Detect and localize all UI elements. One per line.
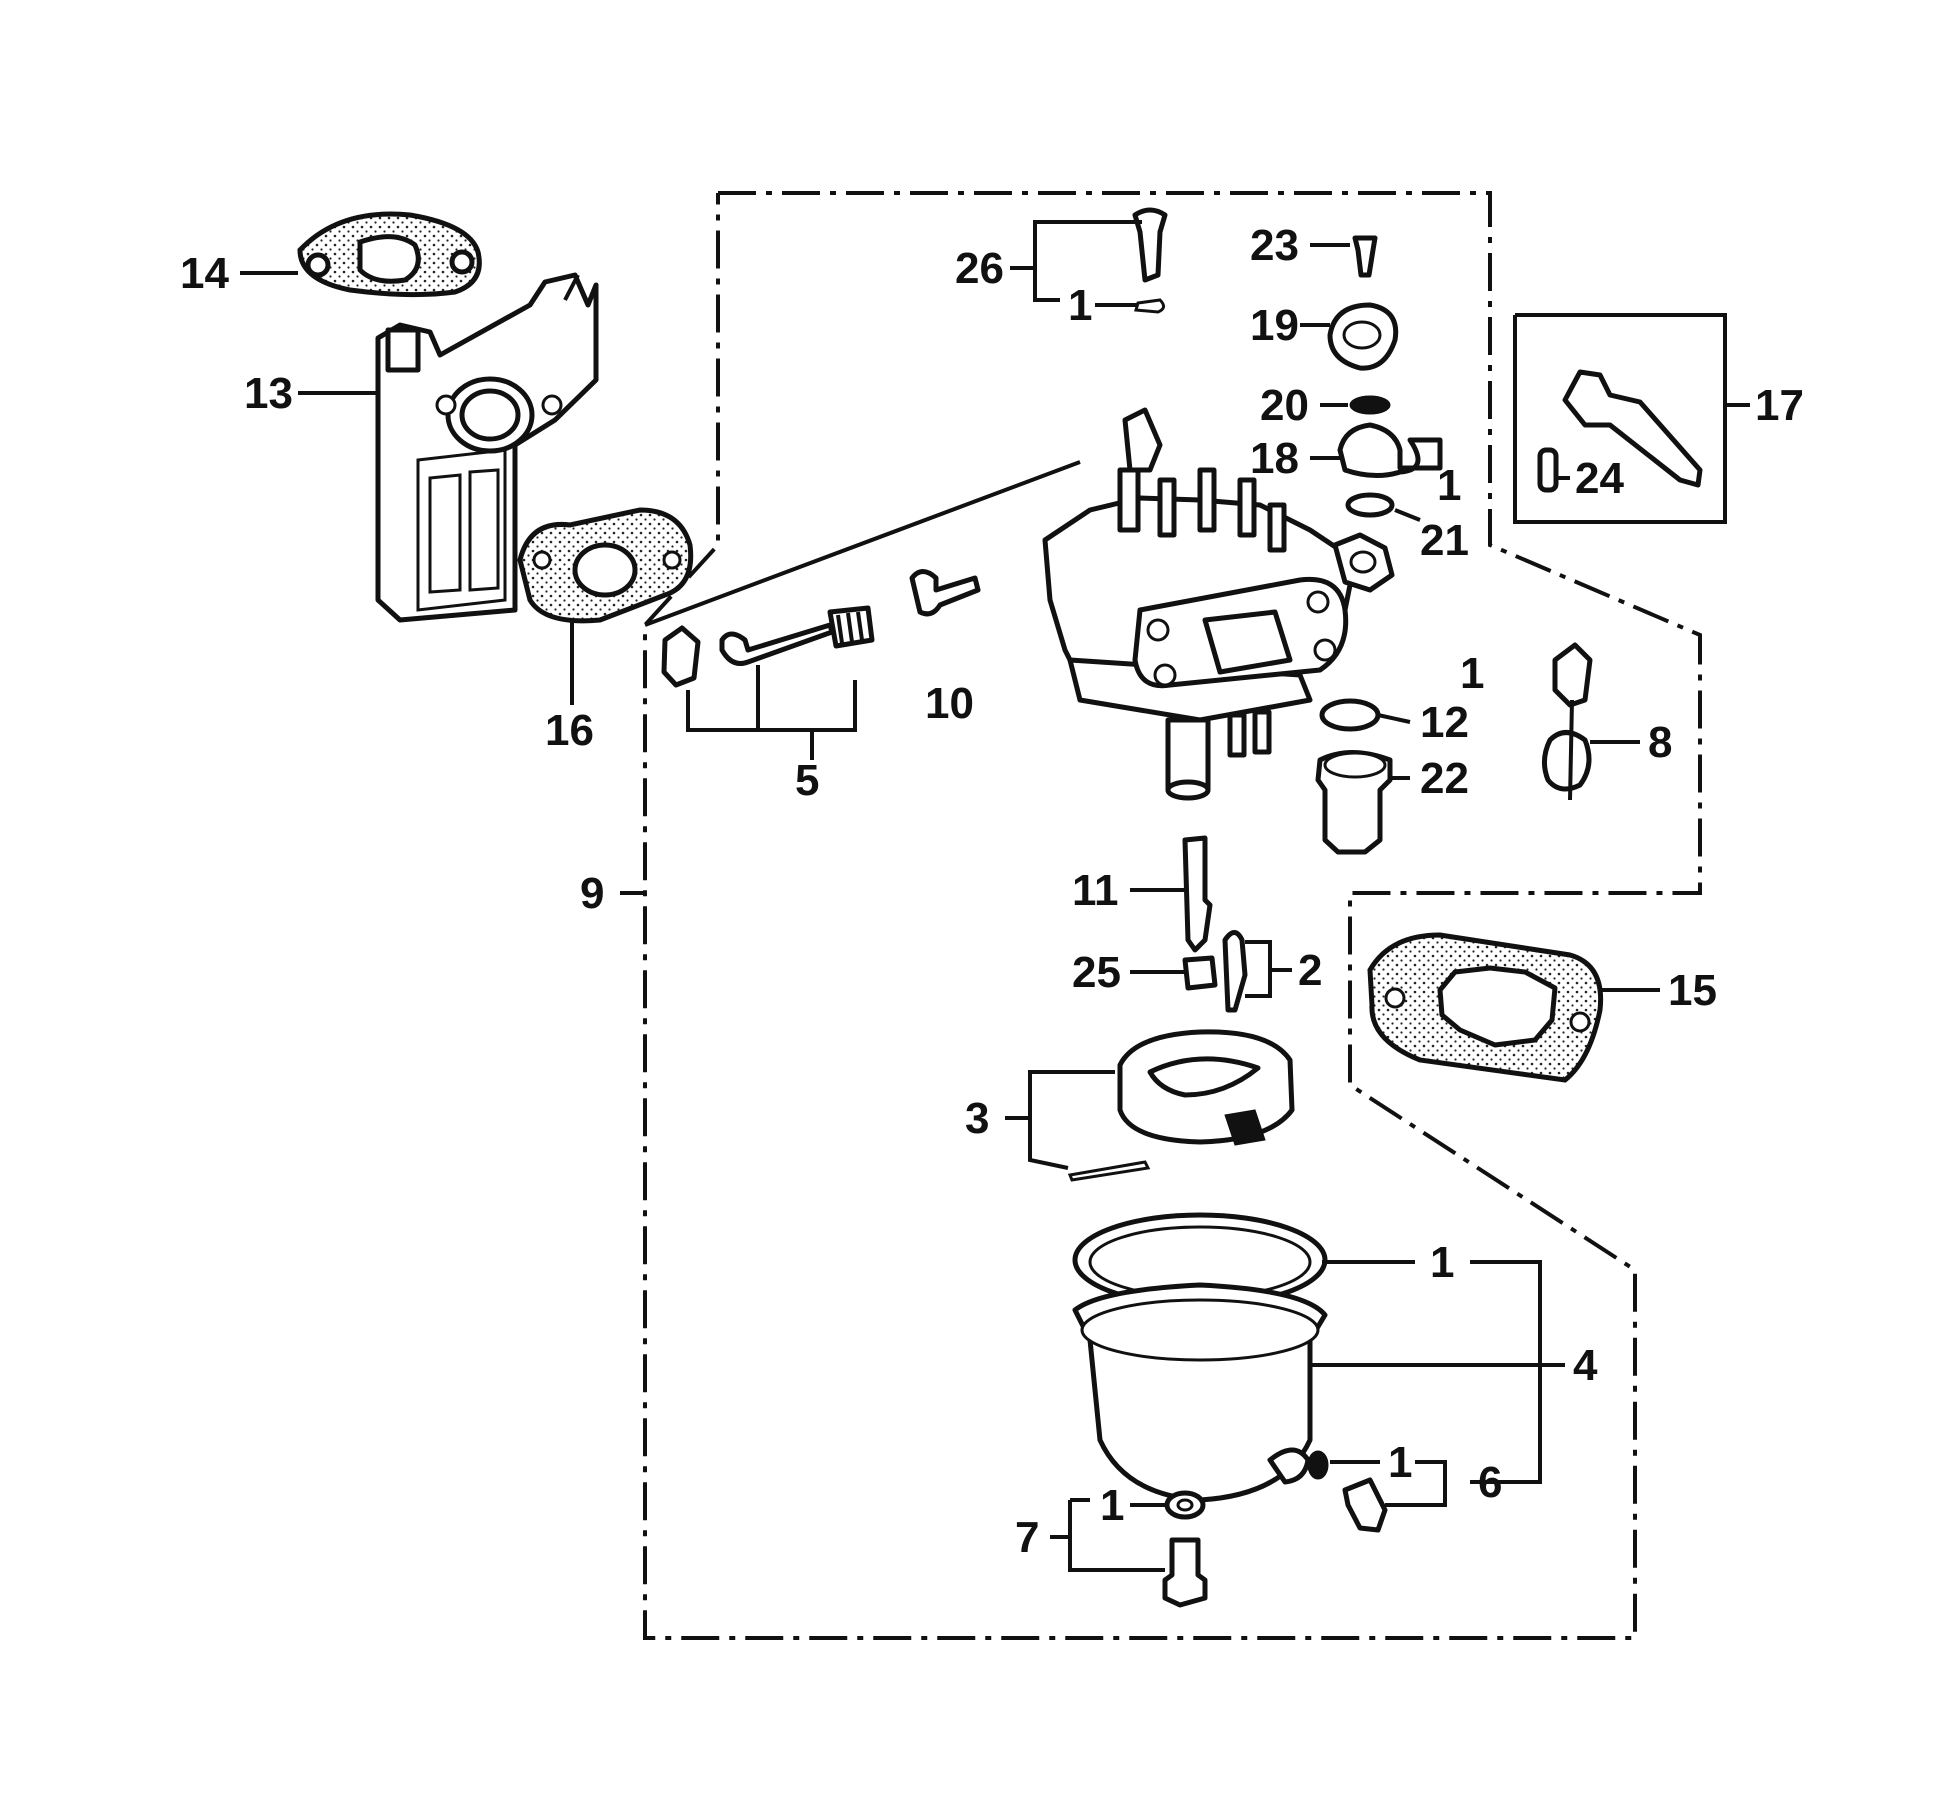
callout-12: 12 (1420, 698, 1469, 747)
callout-1-bowl: 1 (1430, 1238, 1454, 1287)
bracket-13 (375, 272, 599, 623)
callout-1-right: 1 (1437, 461, 1461, 510)
bolt-7 (1162, 1490, 1208, 1608)
callout-20: 20 (1260, 381, 1309, 430)
callout-16: 16 (545, 706, 594, 755)
callout-13: 13 (244, 369, 293, 418)
callout-6: 6 (1478, 1458, 1502, 1507)
gasket-14 (297, 211, 482, 298)
carburetor-body (1042, 407, 1395, 801)
callout-17: 17 (1755, 381, 1804, 430)
callout-18: 18 (1250, 434, 1299, 483)
callout-1-drain: 1 (1388, 1438, 1412, 1487)
screw-26 (1132, 207, 1168, 314)
callout-10: 10 (925, 679, 974, 728)
float-3 (1067, 1029, 1295, 1182)
callout-23: 23 (1250, 221, 1299, 270)
gasket-16 (517, 507, 694, 624)
callout-7: 7 (1015, 1513, 1039, 1562)
jet-parts (1182, 835, 1248, 1013)
callout-15: 15 (1668, 966, 1717, 1015)
callout-labels: 14 13 16 9 5 10 26 1 23 19 20 18 1 21 17… (180, 221, 1804, 1562)
leader-lines (240, 220, 1750, 1572)
drain-screw-6 (1307, 1450, 1388, 1533)
inlet-parts (1315, 698, 1393, 855)
callout-19: 19 (1250, 301, 1299, 350)
assembly-boundary (643, 191, 1702, 1640)
float-bowl-4 (1072, 1212, 1328, 1503)
callout-2: 2 (1298, 946, 1322, 995)
choke-lever-box (1513, 313, 1727, 524)
callout-1-inlet: 1 (1460, 649, 1484, 698)
callout-26: 26 (955, 244, 1004, 293)
callout-24: 24 (1575, 454, 1624, 503)
callout-1-top: 1 (1068, 281, 1092, 330)
callout-1-bolt: 1 (1100, 1481, 1124, 1530)
callout-21: 21 (1420, 516, 1469, 565)
callout-4: 4 (1573, 1341, 1598, 1390)
part-8 (1542, 642, 1593, 801)
callout-22: 22 (1420, 754, 1469, 803)
callout-14: 14 (180, 249, 229, 298)
right-small-parts (1327, 235, 1443, 518)
callout-9: 9 (580, 869, 604, 918)
callout-5: 5 (795, 756, 819, 805)
callout-3: 3 (965, 1094, 989, 1143)
callout-25: 25 (1072, 948, 1121, 997)
callout-11: 11 (1072, 866, 1119, 915)
callout-8: 8 (1648, 718, 1672, 767)
screw-spring-5 (661, 605, 875, 688)
gasket-15 (1367, 932, 1604, 1083)
screw-10 (909, 569, 981, 617)
